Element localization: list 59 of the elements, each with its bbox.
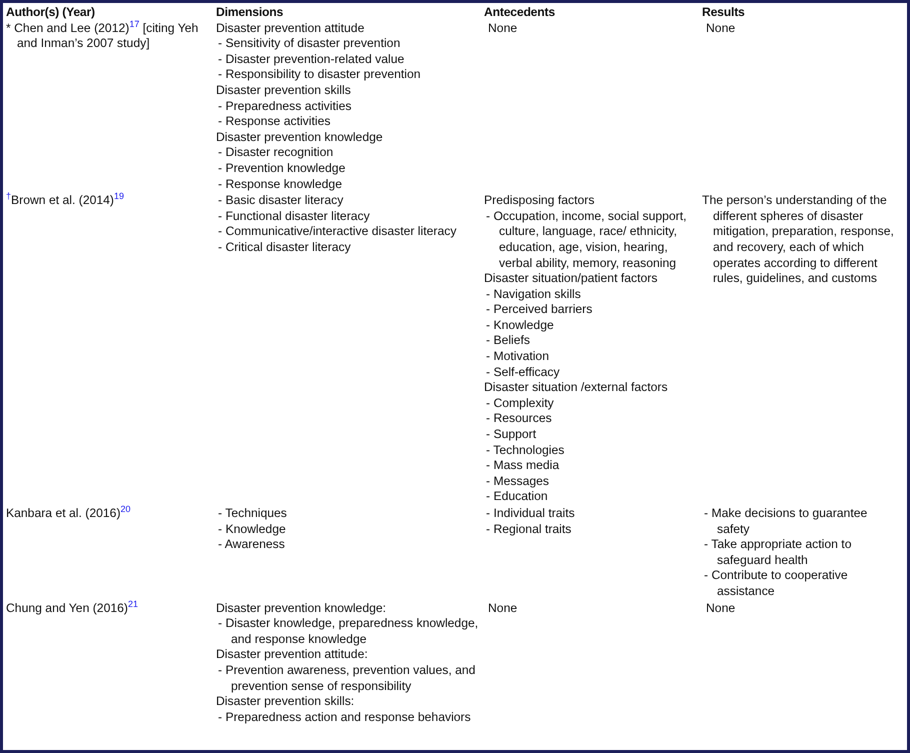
cell-text: None [705,20,736,36]
column-header: Antecedents [484,5,556,21]
list-item: - Support [485,427,538,443]
list-item: - Communicative/interactive disaster literacy [217,224,458,240]
list-item: - Knowledge [217,522,287,538]
category-heading: Disaster situation /external factors [484,380,669,396]
list-item: - Perceived barriers [485,302,594,318]
category-heading: Disaster prevention skills [216,82,352,99]
list-item: - Navigation skills [485,286,582,302]
list-item: - Awareness [217,537,286,553]
column-header: Results [702,5,746,21]
list-item: - Resources [485,411,553,428]
author-citation: Chung and Yen (2016)$^{21}$ [6,600,139,616]
list-item: - Individual traits [485,506,576,522]
cell-text: The person’s understanding of the different spheres of disaster mitigation, preparation, response, and recovery, each of which operates according to different rules, guidelines, and customs [702,193,895,287]
list-item: - Knowledge [485,318,555,334]
list-item: - Self-efficacy [485,364,561,380]
author-citation: $^{†}$Brown et al. (2014)$^{19}$ [6,193,126,209]
list-item: - Disaster knowledge, preparedness knowledge, and response knowledge [217,616,480,648]
category-heading: Disaster prevention knowledge [216,130,384,146]
column-header: Author(s) (Year) [6,5,96,21]
list-item: - Take appropriate action to safeguard health [703,537,852,568]
cell-text: None [487,20,518,36]
category-heading: Disaster prevention attitude: [216,647,369,663]
list-item: - Technologies [485,442,566,458]
list-item: - Techniques [217,506,288,522]
list-item: - Prevention knowledge [217,160,346,177]
list-item: - Messages [485,474,550,490]
list-item: - Occupation, income, social support, culture, language, race/ ethnicity, education, age, vision, hearing, verbal ability, memory, reasoning [485,208,688,272]
cell-text: None [705,600,736,616]
list-item: - Preparedness action and response behaviors [217,710,472,726]
category-heading: Disaster prevention skills: [216,694,356,710]
list-item: - Disaster recognition [217,145,334,161]
list-item: - Make decisions to guarantee safety [703,506,868,538]
author-citation: * Chen and Lee (2012)$^{17}$ [citing Yeh and Inman’s 2007 study] [6,20,200,52]
list-item: - Critical disaster literacy [217,240,352,256]
list-item: - Disaster prevention-related value [217,52,406,68]
list-item: - Beliefs [485,333,532,350]
list-item: - Complexity [485,396,555,412]
list-item: - Basic disaster literacy [217,193,344,209]
list-item: - Regional traits [485,522,572,538]
list-item: - Contribute to cooperative assistance [703,568,849,600]
list-item: - Education [485,489,549,505]
cell-text: None [487,600,518,616]
list-item: - Prevention awareness, prevention values, and prevention sense of responsibility [217,662,476,694]
category-heading: Predisposing factors [484,193,596,209]
column-header: Dimensions [216,5,284,21]
list-item: - Preparedness activities [217,98,352,114]
list-item: - Functional disaster literacy [217,208,371,224]
list-item: - Response activities [217,114,332,130]
category-heading: Disaster prevention knowledge: [216,600,388,616]
list-item: - Response knowledge [217,176,343,192]
list-item: - Motivation [485,349,550,365]
author-citation: Kanbara et al. (2016)$^{20}$ [6,506,132,522]
category-heading: Disaster prevention attitude [216,20,366,36]
list-item: - Responsibility to disaster prevention [217,67,422,83]
list-item: - Mass media [485,458,560,474]
list-item: - Sensitivity of disaster prevention [217,36,402,52]
category-heading: Disaster situation/patient factors [484,271,658,287]
